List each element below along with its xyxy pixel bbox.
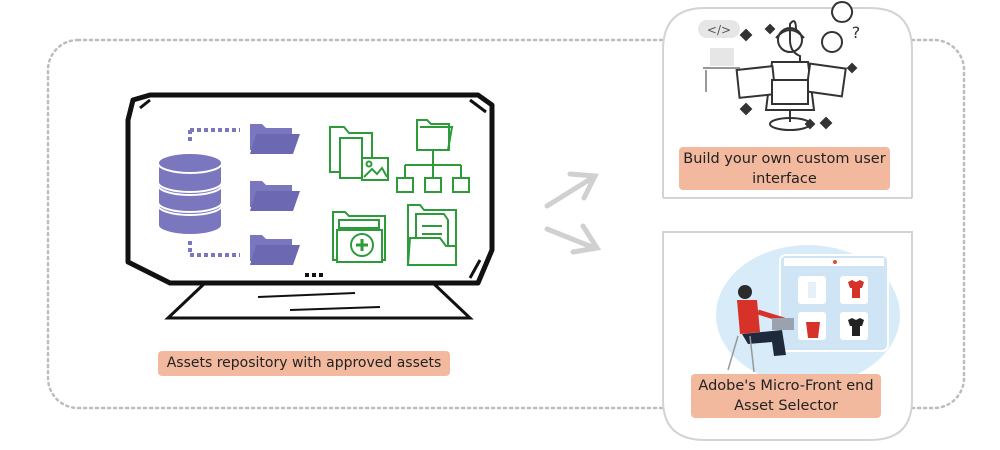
arrow-up-right-icon — [544, 171, 599, 209]
folder-icon — [250, 124, 300, 154]
svg-text:?: ? — [852, 23, 861, 42]
dotted-boundary — [46, 38, 966, 410]
document-folder-icon — [406, 204, 457, 266]
ellipsis-icon — [305, 273, 323, 277]
image-folder-icon — [329, 126, 389, 181]
connector-lines — [188, 128, 240, 257]
monitor-illustration — [125, 92, 495, 320]
ui-designer-illustration — [716, 245, 900, 385]
monitor-stand — [164, 281, 474, 320]
monitor-screen — [125, 92, 495, 286]
asset-selector-label: Adobe's Micro-Front end Asset Selector — [691, 374, 881, 418]
repository-label: Assets repository with approved assets — [158, 351, 450, 376]
folder-icon — [250, 235, 300, 265]
svg-text:</>: </> — [707, 23, 731, 37]
folder-tree-icon — [396, 119, 470, 193]
database-icon — [157, 152, 223, 236]
custom-ui-label: Build your own custom user interface — [679, 147, 890, 190]
add-folder-icon — [332, 211, 386, 263]
folder-icon — [250, 181, 300, 211]
arrow-down-right-icon — [544, 223, 602, 255]
developer-illustration: </> ? — [698, 1, 861, 131]
